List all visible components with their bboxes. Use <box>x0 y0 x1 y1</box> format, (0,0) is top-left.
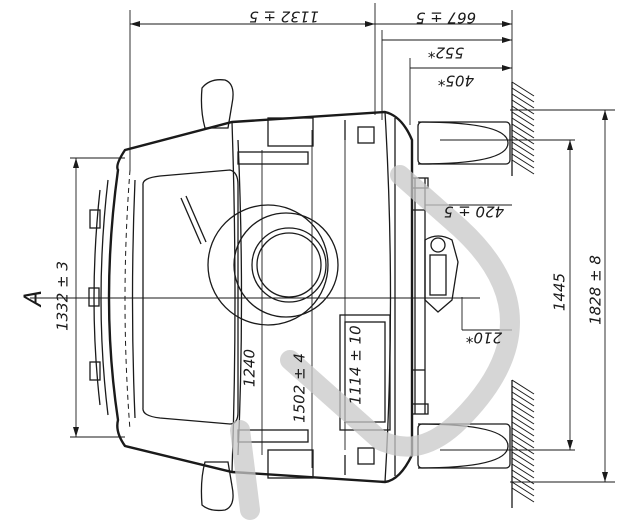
hatch-stroke <box>511 129 535 145</box>
hatch-stroke <box>511 457 535 473</box>
right-dimension-lines <box>425 109 615 483</box>
hatch-stroke <box>511 159 535 175</box>
hatch-stroke <box>511 99 535 115</box>
dim-210: 210* <box>465 329 502 347</box>
spare-wheel <box>207 204 339 326</box>
hatch-stroke <box>511 421 535 437</box>
left-dimension-lines <box>70 157 125 438</box>
hatch-stroke <box>511 141 535 157</box>
hatch-stroke <box>511 391 535 407</box>
hatch-stroke <box>511 93 535 109</box>
dim-552: 552* <box>427 44 464 62</box>
hatch-stroke <box>511 475 535 491</box>
hatch-stroke <box>511 111 535 127</box>
dim-1240: 1240 <box>241 349 259 387</box>
dim-1332: 1332 ± 3 <box>54 261 72 331</box>
hatch-stroke <box>511 135 535 151</box>
dim-1445: 1445 <box>551 273 569 311</box>
dim-405: 405* <box>437 72 474 90</box>
dim-1132: 1132 ± 5 <box>249 8 319 26</box>
hatch-stroke <box>511 487 535 503</box>
hatch-stroke <box>511 439 535 455</box>
hatch-stroke <box>511 153 535 169</box>
hatch-stroke <box>511 409 535 425</box>
dim-1502: 1502 ± 4 <box>291 353 309 423</box>
hatch-stroke <box>511 105 535 121</box>
dim-420: 420 ± 5 <box>444 203 504 221</box>
dim-1828: 1828 ± 8 <box>587 255 605 325</box>
dim-1114: 1114 ± 10 <box>347 325 365 404</box>
hatch-stroke <box>511 123 535 139</box>
hatch-stroke <box>511 427 535 443</box>
hatch-stroke <box>511 81 535 97</box>
hatch-stroke <box>511 469 535 485</box>
watermark-swoosh <box>230 165 520 520</box>
hatch-stroke <box>511 445 535 461</box>
view-label: A <box>19 290 47 308</box>
hatch-stroke <box>511 147 535 163</box>
hatch-stroke <box>511 433 535 449</box>
dim-667: 667 ± 5 <box>416 9 476 27</box>
hatch-stroke <box>511 451 535 467</box>
wall-hatching <box>511 81 535 508</box>
hatch-stroke <box>511 481 535 497</box>
hatch-stroke <box>511 397 535 413</box>
hatch-stroke <box>511 415 535 431</box>
top-dimension-lines <box>129 3 513 170</box>
center-lines <box>30 130 480 468</box>
hatch-stroke <box>511 463 535 479</box>
hatch-stroke <box>511 117 535 133</box>
hatch-stroke <box>511 403 535 419</box>
hatch-stroke <box>511 385 535 401</box>
hatch-stroke <box>511 87 535 103</box>
hatch-stroke <box>511 379 535 395</box>
